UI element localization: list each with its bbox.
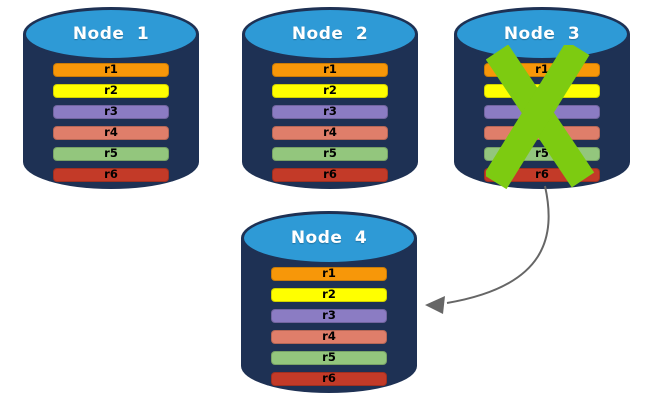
record-bar-r1: r1 [53, 63, 169, 77]
record-bar-r2: r2 [271, 288, 387, 302]
node-4-cylinder: Node 4 r1 r2 r3 r4 r5 r6 [241, 211, 417, 393]
record-bar-r6: r6 [271, 372, 387, 386]
failure-cross-icon [486, 45, 595, 190]
record-bar-r6: r6 [272, 168, 388, 182]
record-bar-r2: r2 [272, 84, 388, 98]
node-4-title: Node 4 [290, 228, 368, 248]
record-bar-r3: r3 [271, 309, 387, 323]
node-2-records: r1 r2 r3 r4 r5 r6 [272, 63, 388, 182]
node-2-title: Node 2 [291, 24, 369, 44]
failover-arrow-curve [446, 185, 550, 304]
record-bar-r3: r3 [53, 105, 169, 119]
record-bar-r5: r5 [272, 147, 388, 161]
node-1-title: Node 1 [72, 24, 150, 44]
node-3-cylinder: Node 3 r1 r2 r3 r4 r5 r6 [454, 7, 630, 190]
record-bar-r1: r1 [271, 267, 387, 281]
node-1-cylinder: Node 1 r1 r2 r3 r4 r5 r6 [23, 7, 199, 189]
record-bar-r4: r4 [271, 330, 387, 344]
record-bar-r6: r6 [53, 168, 169, 182]
failover-arrowhead-icon [425, 296, 445, 314]
record-bar-r5: r5 [271, 351, 387, 365]
record-bar-r4: r4 [53, 126, 169, 140]
record-bar-r5: r5 [53, 147, 169, 161]
node-1-records: r1 r2 r3 r4 r5 r6 [53, 63, 169, 182]
node-2-cylinder: Node 2 r1 r2 r3 r4 r5 r6 [242, 7, 418, 189]
failure-cross-stroke-2 [486, 45, 590, 190]
record-bar-r1: r1 [272, 63, 388, 77]
record-bar-r3: r3 [272, 105, 388, 119]
node-4-records: r1 r2 r3 r4 r5 r6 [271, 267, 387, 386]
node-1-top-ellipse: Node 1 [23, 7, 199, 61]
node-3-title: Node 3 [503, 24, 581, 44]
record-bar-r4: r4 [272, 126, 388, 140]
node-4-top-ellipse: Node 4 [241, 211, 417, 265]
node-3-top-ellipse: Node 3 [454, 7, 630, 61]
node-2-top-ellipse: Node 2 [242, 7, 418, 61]
record-bar-r2: r2 [53, 84, 169, 98]
